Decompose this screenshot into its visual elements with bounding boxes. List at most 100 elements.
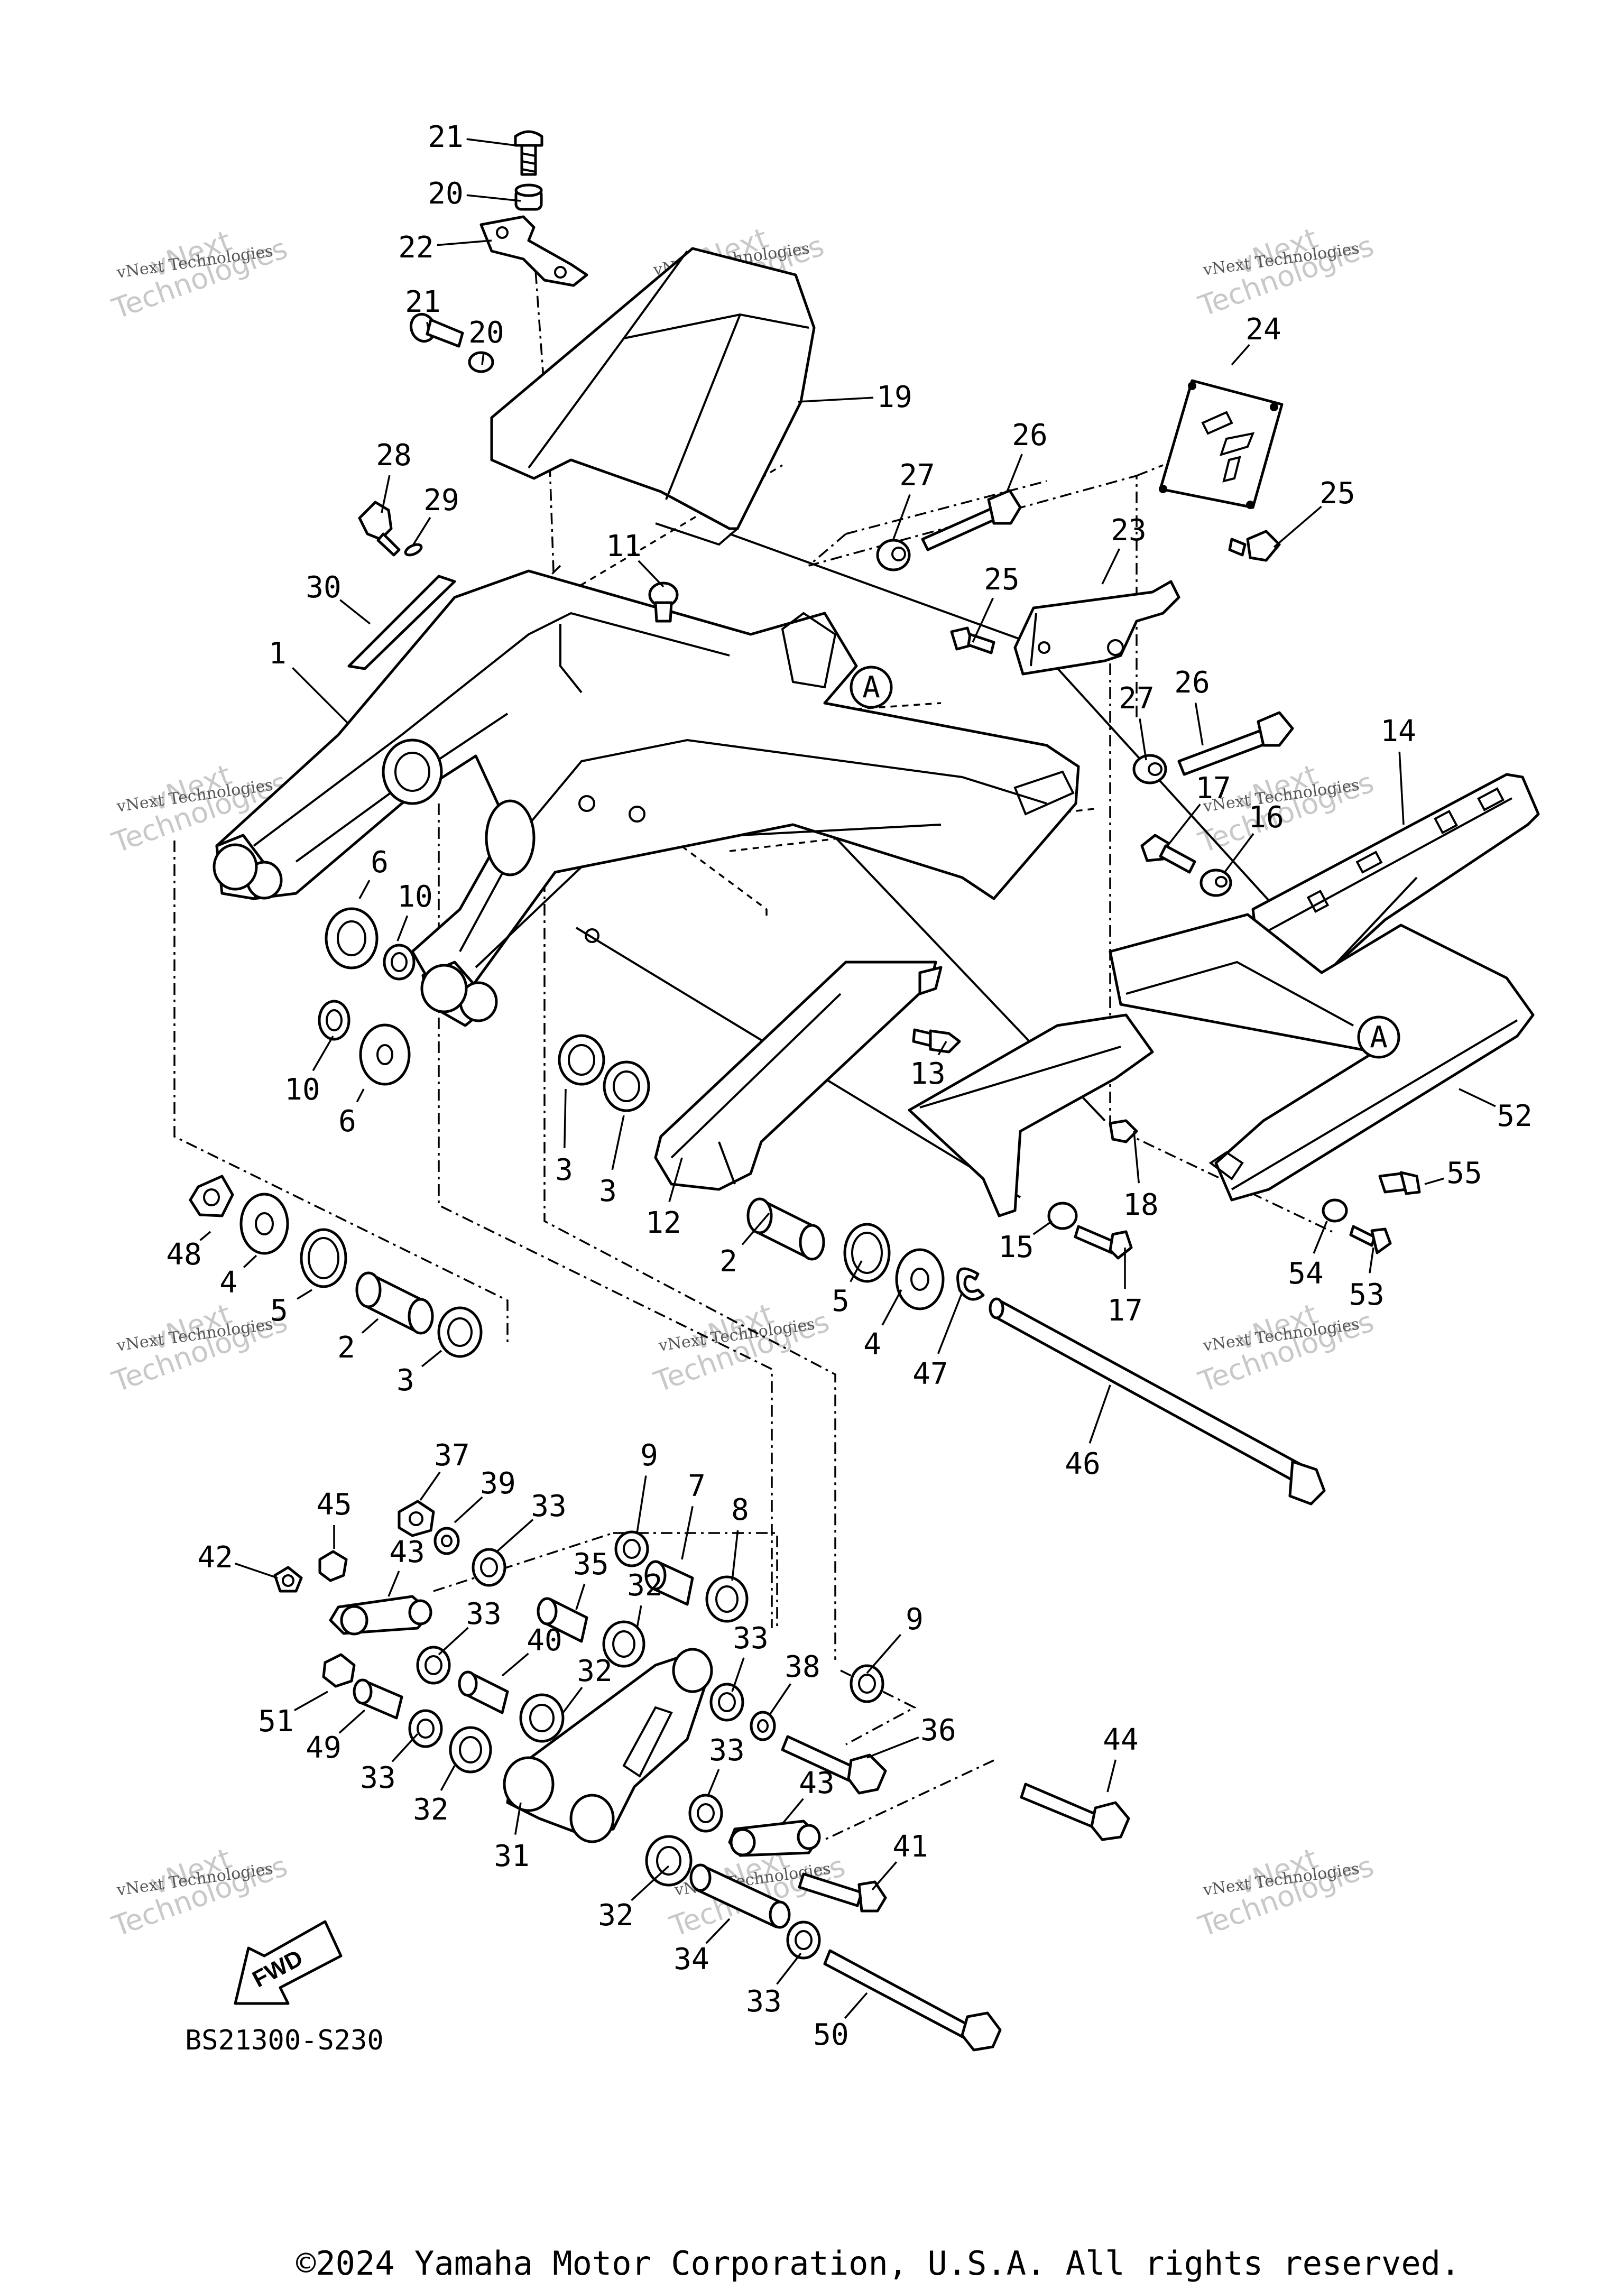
callout-5: 5 <box>832 1260 863 1318</box>
bolt-part-25-right <box>1228 530 1281 562</box>
bolt-part-50 <box>823 1949 1002 2052</box>
washer-part-27-lower <box>1132 754 1167 784</box>
chain-guide-part-52 <box>1109 913 1535 1202</box>
callout-33: 33 <box>731 1621 769 1692</box>
callout-32: 32 <box>627 1568 663 1629</box>
callout-19: 19 <box>798 380 912 414</box>
callout-number: 45 <box>316 1488 352 1522</box>
leader-line <box>631 1865 670 1901</box>
callout-number: 46 <box>1065 1447 1100 1481</box>
leader-line <box>850 1260 863 1282</box>
callout-4: 4 <box>863 1289 902 1362</box>
nut-part-51 <box>322 1653 356 1688</box>
callout-number: 52 <box>1497 1099 1532 1133</box>
callout-number: 39 <box>480 1466 515 1501</box>
collar-part-20-left <box>468 351 494 373</box>
callout-number: 14 <box>1380 714 1416 749</box>
bearing-part-32-c <box>449 1726 492 1774</box>
callout-number: 55 <box>1446 1156 1482 1190</box>
leader-line <box>871 1861 898 1891</box>
callout-29: 29 <box>412 483 459 545</box>
collar-part-40 <box>458 1670 509 1714</box>
callout-number: 44 <box>1103 1723 1138 1757</box>
leader-line <box>668 1157 683 1203</box>
callout-24: 24 <box>1231 312 1281 366</box>
chain-slider <box>908 1013 1154 1217</box>
callout-13: 13 <box>910 1041 947 1091</box>
leader-line <box>391 1733 419 1762</box>
collar-part-2-right <box>746 1197 825 1261</box>
callout-54: 54 <box>1288 1221 1328 1291</box>
relay-arm-part-31 <box>503 1648 713 1843</box>
leader-line <box>481 353 485 365</box>
bolt-part-41 <box>798 1872 887 1913</box>
leader-line <box>707 1769 720 1795</box>
callout-25: 25 <box>1273 476 1355 548</box>
callout-33: 33 <box>496 1489 567 1553</box>
callout-36: 36 <box>866 1713 956 1759</box>
callout-10: 10 <box>284 1036 334 1107</box>
leader-line <box>426 321 429 328</box>
callout-number: 3 <box>555 1153 573 1187</box>
callout-6: 6 <box>338 1088 365 1139</box>
callout-number: 16 <box>1248 800 1284 835</box>
callout-37: 37 <box>419 1438 470 1501</box>
leader-line <box>361 1318 379 1334</box>
nut-part-45 <box>318 1550 348 1582</box>
callout-number: 11 <box>606 529 641 564</box>
leader-line <box>798 396 874 403</box>
leader-line <box>768 1683 792 1716</box>
leader-line <box>1223 833 1254 874</box>
leader-line <box>1106 1759 1116 1793</box>
callout-number: 54 <box>1288 1257 1323 1291</box>
callout-47: 47 <box>912 1292 963 1391</box>
callout-44: 44 <box>1103 1723 1139 1793</box>
leader-line <box>731 1657 745 1692</box>
marker-label: A <box>862 670 880 705</box>
leader-line <box>1231 344 1250 366</box>
leader-line <box>1032 1220 1053 1235</box>
leader-line <box>381 475 391 513</box>
circlip-part-47 <box>956 1267 985 1301</box>
callout-23: 23 <box>1101 513 1147 585</box>
bearing-part-3-left <box>437 1306 483 1358</box>
reference-marker-layer: AA <box>850 666 1400 1059</box>
leader-line <box>396 915 409 941</box>
callout-number: 25 <box>1320 476 1355 511</box>
callout-number: 20 <box>468 316 504 350</box>
callout-11: 11 <box>606 529 665 588</box>
callout-48: 48 <box>166 1231 211 1272</box>
leader-line <box>741 1212 770 1245</box>
leader-line <box>1167 804 1201 846</box>
callout-number: 27 <box>899 458 935 493</box>
diagram-code: BS21300-S230 <box>185 2025 384 2056</box>
leader-line <box>866 1736 919 1759</box>
pivot-shaft-part-46 <box>989 1297 1326 1506</box>
leader-line <box>636 1475 647 1534</box>
callout-52: 52 <box>1459 1088 1533 1133</box>
guard-part-30 <box>347 575 456 670</box>
callout-53: 53 <box>1349 1247 1385 1312</box>
leader-line <box>339 599 371 625</box>
clip-part-18 <box>1109 1119 1138 1143</box>
callout-38: 38 <box>768 1650 820 1716</box>
bolt-part-21-top <box>514 130 543 176</box>
callout-17: 17 <box>1107 1248 1143 1328</box>
leader-line <box>199 1231 211 1241</box>
leader-line <box>1369 1247 1374 1273</box>
callout-number: 36 <box>920 1713 956 1748</box>
callout-number: 17 <box>1195 771 1231 806</box>
bearing-part-3-a <box>558 1034 605 1086</box>
bolt-part-17-upper <box>1140 834 1196 874</box>
leader-line <box>1398 751 1405 825</box>
leader-line <box>1088 1384 1111 1444</box>
callout-number: 32 <box>627 1568 662 1603</box>
callout-10: 10 <box>396 880 433 941</box>
leader-line <box>1133 1131 1140 1184</box>
callout-55: 55 <box>1424 1156 1482 1190</box>
reference-marker: A <box>1357 1015 1400 1059</box>
callout-4: 4 <box>219 1254 257 1300</box>
